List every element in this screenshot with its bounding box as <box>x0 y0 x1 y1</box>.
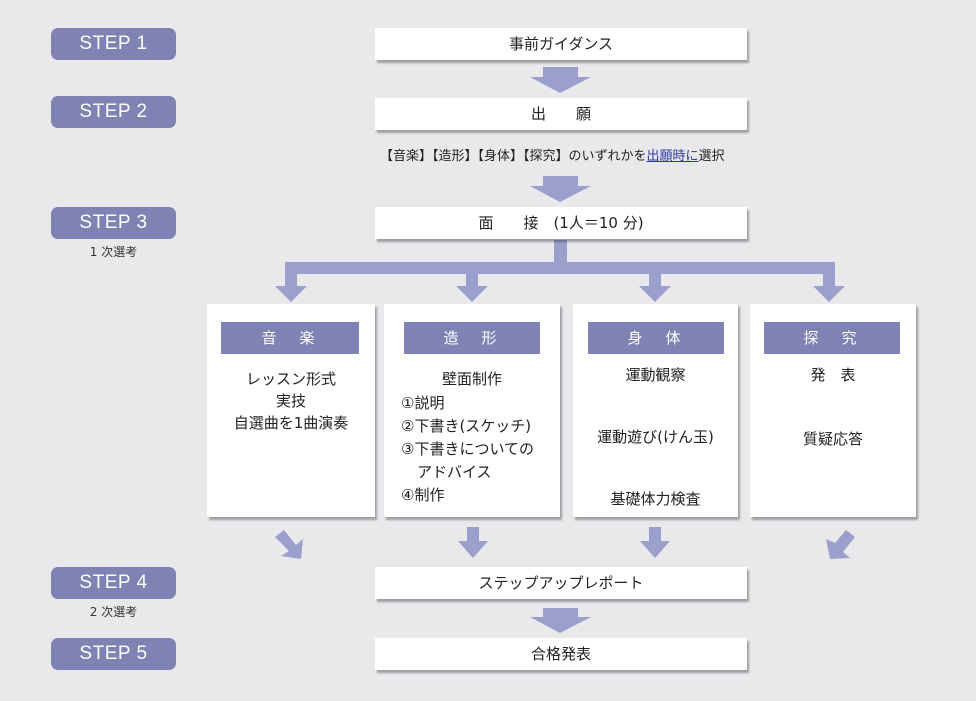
step-4-label: STEP 4 <box>79 572 148 593</box>
branch-arrow-inquiry <box>813 273 845 302</box>
body-header: 身 体 <box>588 322 724 354</box>
art-title: 壁面制作 <box>441 370 502 388</box>
art-step-1: ①説明 <box>401 394 445 412</box>
music-content: レッスン形式 実技 自選曲を1曲演奏 <box>207 368 375 434</box>
branch-bar <box>285 262 835 274</box>
body-stage-3: 基礎体力検査 <box>610 490 701 508</box>
converge-arrow-inquiry <box>826 530 855 559</box>
step-3-subtitle: 1 次選考 <box>89 245 138 259</box>
inquiry-column: 探 究 発 表 質疑応答 <box>750 304 916 517</box>
inquiry-stage-2: 質疑応答 <box>802 430 863 448</box>
report-box: ステップアップレポート <box>375 567 747 599</box>
step-3-label: STEP 3 <box>79 212 148 233</box>
step-2-pill: STEP 2 <box>51 96 176 128</box>
step-5-pill: STEP 5 <box>51 638 176 670</box>
art-step-2: ②下書き(スケッチ) <box>401 417 532 435</box>
music-header: 音 楽 <box>221 322 359 354</box>
note-select: 選択 <box>698 149 725 164</box>
step-2-label: STEP 2 <box>79 101 148 122</box>
selection-note: 【音楽】【造形】【身体】【探究】のいずれかを出願時に選択 <box>380 145 725 164</box>
art-step-3-cont: アドバイス <box>417 463 492 481</box>
interview-box: 面 接 (1人＝10 分) <box>375 207 747 239</box>
converge-arrow-art <box>458 527 488 558</box>
art-header: 造 形 <box>404 322 540 354</box>
application-box: 出 願 <box>375 98 747 130</box>
art-step-3: ③下書きについての <box>401 440 534 458</box>
body-stage-2: 運動遊び(けん玉) <box>597 428 714 446</box>
guidance-box: 事前ガイダンス <box>375 28 747 60</box>
step-1-label: STEP 1 <box>79 33 148 54</box>
converge-arrow-music <box>275 530 303 559</box>
art-step-4: ④制作 <box>401 486 445 504</box>
converge-arrow-body <box>640 527 670 558</box>
step-5-label: STEP 5 <box>79 643 148 664</box>
music-column: 音 楽 レッスン形式 実技 自選曲を1曲演奏 <box>207 304 375 517</box>
music-line-3: 自選曲を1曲演奏 <box>233 414 349 432</box>
branch-arrow-art <box>456 273 488 302</box>
inquiry-stage-1: 発 表 <box>810 366 856 384</box>
body-column: 身 体 運動観察 運動遊び(けん玉) 基礎体力検査 <box>573 304 738 517</box>
step-3-pill: STEP 3 <box>51 207 176 239</box>
down-arrow-2 <box>530 176 591 202</box>
body-stage-1: 運動観察 <box>625 366 686 384</box>
branch-arrow-body <box>639 273 671 302</box>
music-line-1: レッスン形式 <box>245 370 336 388</box>
down-arrow-3 <box>530 608 591 633</box>
step-4-subtitle: 2 次選考 <box>89 605 138 619</box>
step-1-pill: STEP 1 <box>51 28 176 60</box>
inquiry-header: 探 究 <box>764 322 900 354</box>
step-4-pill: STEP 4 <box>51 567 176 599</box>
note-highlight: 出願時に <box>646 149 699 164</box>
music-line-2: 実技 <box>275 392 306 410</box>
art-steps-list: ①説明 ②下書き(スケッチ) ③下書きについての アドバイス ④制作 <box>401 392 559 507</box>
note-subjects: 【音楽】【造形】【身体】【探究】のいずれかを <box>380 149 647 164</box>
down-arrow-1 <box>530 67 591 93</box>
art-column: 造 形 壁面制作 ①説明 ②下書き(スケッチ) ③下書きについての アドバイス … <box>384 304 560 517</box>
branch-arrow-music <box>275 273 307 302</box>
result-box: 合格発表 <box>375 638 747 670</box>
branch-stem <box>554 240 567 266</box>
